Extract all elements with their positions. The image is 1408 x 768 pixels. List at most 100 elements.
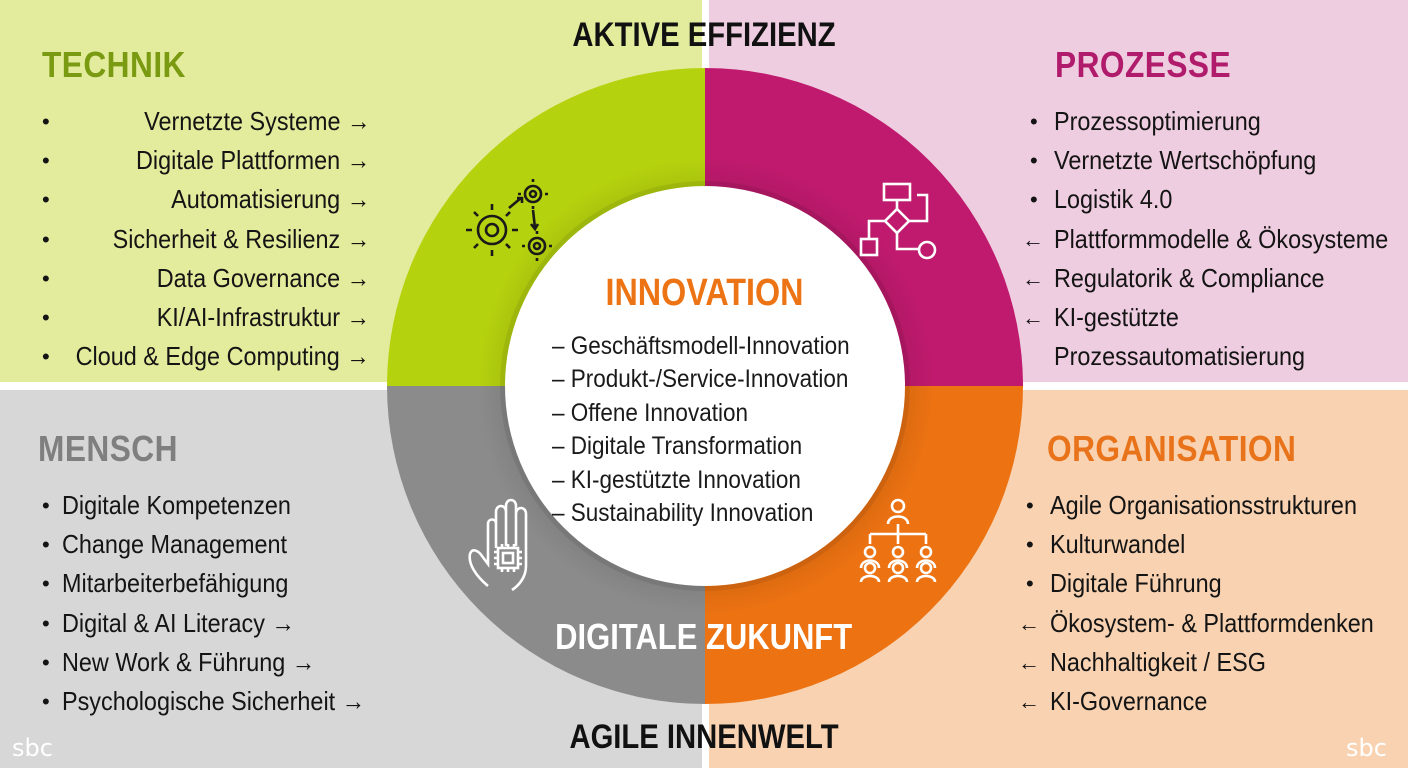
list-item: •Cloud & Edge Computing → — [40, 337, 370, 376]
item-text: Ökosystem- & Plattformdenken — [1050, 607, 1374, 638]
list-item: – Produkt-/Service-Innovation — [552, 363, 883, 396]
bullet: • — [42, 649, 50, 675]
item-text: Digitale Kompetenzen — [62, 490, 291, 520]
bullet: • — [42, 148, 50, 174]
item-text: Data Governance → — [156, 262, 370, 293]
logo-right: sbc — [1346, 734, 1387, 762]
bullet: • — [42, 571, 50, 597]
item-text: Kulturwandel — [1050, 529, 1186, 560]
bullet: • — [1030, 148, 1038, 174]
innovation-title: INNOVATION — [605, 272, 803, 314]
item-text: Logistik 4.0 — [1054, 184, 1173, 215]
list-item: • Automatisierung → — [40, 180, 370, 219]
bullet: • — [42, 226, 50, 252]
item-text: Nachhaltigkeit / ESG — [1050, 646, 1266, 677]
list-item: • Digitale Führung — [1018, 564, 1406, 603]
prozesse-list: • Prozessoptimierung • Vernetzte Wertschöp… — [1022, 102, 1406, 376]
list-item: – Digitale Transformation — [552, 430, 883, 463]
bullet: • — [1026, 493, 1034, 518]
item-text: Vernetzte Systeme → — [143, 106, 370, 136]
list-item: – Sustainability Innovation — [552, 497, 883, 530]
bullet: • — [1026, 571, 1034, 597]
ring-label-right: ZUKUNFT — [706, 616, 853, 657]
item-text: Plattformmodelle & Ökosysteme — [1054, 223, 1389, 254]
item-text: KI-gestützte — [1054, 301, 1179, 332]
organisation-list: • Agile Organisationsstrukturen • Kulturwa… — [1018, 486, 1406, 721]
list-item: – Offene Innovation — [552, 397, 883, 430]
bullet: • — [1030, 109, 1038, 134]
item-text: Digital & AI Literacy → — [62, 607, 295, 638]
bullet: ← — [1022, 226, 1044, 252]
bullet: • — [42, 610, 50, 636]
list-item: – KI-gestützte Innovation — [552, 464, 883, 497]
list-item: ← KI-gestützte — [1022, 298, 1406, 337]
list-item: • Psychologische Sicherheit → — [40, 682, 400, 721]
flowchart-icon — [859, 182, 937, 260]
org-chart-icon-bottom-row — [859, 561, 937, 583]
item-text: – Offene Innovation — [552, 398, 748, 427]
item-text: KI-Governance — [1050, 685, 1208, 716]
item-text: Mitarbeiterbefähigung — [62, 568, 289, 599]
list-item: • Prozessoptimierung — [1022, 102, 1406, 141]
item-text: Agile Organisationsstrukturen — [1050, 490, 1357, 520]
bullet: • — [42, 532, 50, 558]
bullet: • — [42, 493, 50, 518]
ring-label-left: DIGITALE — [555, 616, 698, 657]
list-item: •Data Governance → — [40, 259, 370, 298]
list-item: ← Ökosystem- & Plattformdenken — [1018, 604, 1406, 643]
innovation-title-wrap: INNOVATION — [0, 272, 1408, 315]
list-item: •Digitale Plattformen → — [40, 141, 370, 180]
technik-title: TECHNIK — [42, 44, 186, 85]
mensch-list: • Digitale Kompetenzen • Change Management… — [40, 486, 400, 721]
item-text: KI/AI-Infrastruktur → — [156, 301, 370, 332]
bottom-label: AGILE INNENWELT — [569, 718, 839, 756]
item-text: Vernetzte Wertschöpfung — [1054, 145, 1317, 176]
bullet: • — [42, 304, 50, 330]
item-text: New Work & Führung → — [62, 646, 316, 677]
item-text: Prozessautomatisierung — [1054, 341, 1306, 372]
item-text: Automatisierung → — [171, 184, 370, 215]
bullet: • — [42, 187, 50, 213]
list-item: • KI/AI-Infrastruktur → — [40, 298, 370, 337]
bullet: ← — [1018, 649, 1040, 675]
item-text: Change Management — [62, 529, 288, 560]
top-label: AKTIVE EFFIZIENZ — [572, 16, 836, 54]
item-text: – Geschäftsmodell-Innovation — [552, 332, 850, 360]
item-text: – Produkt-/Service-Innovation — [552, 365, 849, 394]
list-item: •Sicherheit & Resilienz → — [40, 220, 370, 259]
technik-list: • Vernetzte Systeme → •Digitale Plattform… — [40, 102, 370, 376]
list-item: ← Regulatorik & Compliance — [1022, 259, 1406, 298]
innovation-list: – Geschäftsmodell-Innovation – Produkt-/… — [552, 330, 883, 530]
list-item: • Mitarbeiterbefähigung — [40, 564, 400, 603]
item-text: – Sustainability Innovation — [552, 498, 814, 527]
bullet: • — [1030, 187, 1038, 213]
item-text: Regulatorik & Compliance — [1054, 262, 1325, 293]
bullet: • — [42, 109, 50, 134]
organisation-title: ORGANISATION — [1047, 428, 1297, 469]
gears-icon — [466, 179, 552, 261]
bullet: • — [42, 344, 50, 370]
logo-left: sbc — [12, 734, 53, 762]
list-item: • Digitale Kompetenzen — [40, 486, 400, 525]
ring-label: DIGITALE ZUKUNFT — [0, 616, 1408, 658]
bullet: ← — [1018, 610, 1040, 636]
bullet: • — [1026, 532, 1034, 558]
center-disc — [505, 186, 905, 586]
list-item: • Logistik 4.0 — [1022, 180, 1406, 219]
org-chart-icon — [859, 498, 937, 569]
item-text: Psychologische Sicherheit → — [62, 685, 366, 716]
list-item: Prozessautomatisierung — [1022, 337, 1406, 376]
list-item: • New Work & Führung → — [40, 643, 400, 682]
list-item: • Vernetzte Wertschöpfung — [1022, 141, 1406, 180]
bullet: ← — [1022, 304, 1044, 330]
item-text: – Digitale Transformation — [552, 432, 803, 461]
item-text: Digitale Führung — [1050, 568, 1222, 599]
bullet: ← — [1022, 265, 1044, 291]
mensch-title: MENSCH — [38, 428, 178, 469]
list-item: ←KI-Governance — [1018, 682, 1406, 721]
bullet: • — [42, 688, 50, 714]
item-text: Prozessoptimierung — [1054, 106, 1261, 136]
prozesse-title: PROZESSE — [1055, 44, 1232, 85]
list-item: • Agile Organisationsstrukturen — [1018, 486, 1406, 525]
